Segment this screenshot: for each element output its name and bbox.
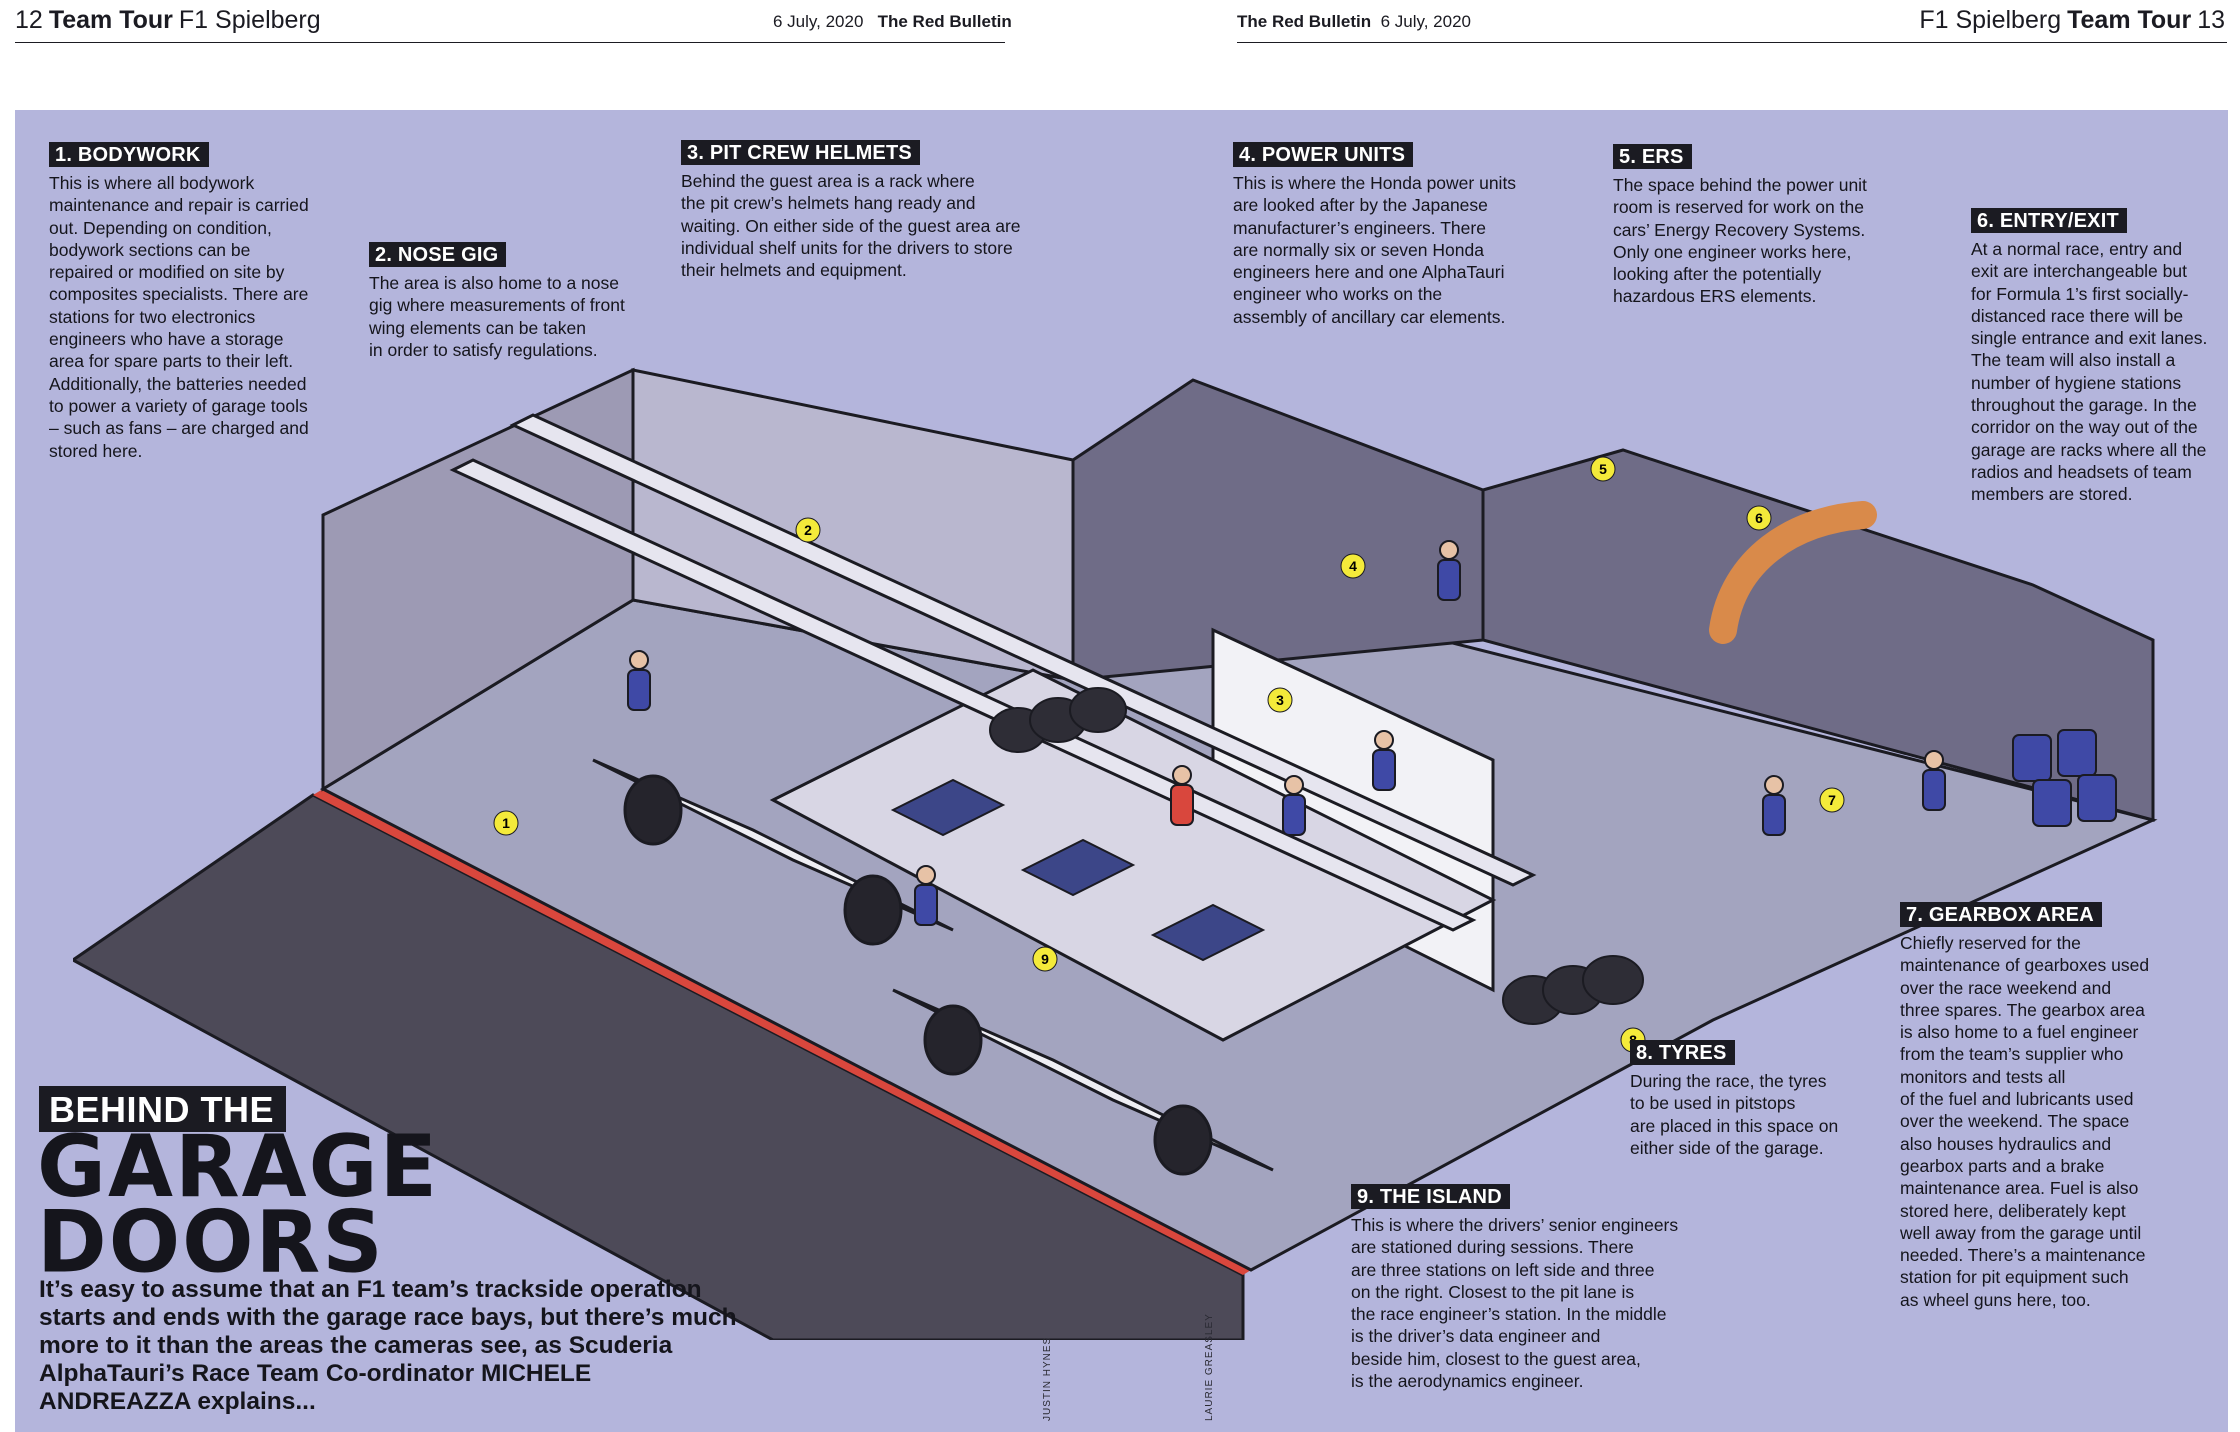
callout-the-island: 9. THE ISLAND This is where the drivers’… xyxy=(1351,1184,1711,1392)
marker-1-label: 1 xyxy=(502,815,510,831)
tyre-stack-front xyxy=(1502,955,1644,1025)
right-publication: The Red Bulletin xyxy=(1237,12,1372,31)
pit-lane-floor xyxy=(73,793,1245,1340)
right-header-rule xyxy=(1237,42,2227,43)
callout-power-units-label: 4. POWER UNITS xyxy=(1233,142,1414,167)
callout-bodywork-text: This is where all bodywork maintenance a… xyxy=(49,173,309,461)
tyre-stack-rear xyxy=(989,687,1127,753)
left-page-number: 12 xyxy=(15,6,43,34)
infographic-panel: 1 2 3 4 5 6 7 8 9 1. BODYWORK This is wh… xyxy=(15,110,2228,1432)
callout-nose-gig-text: The area is also home to a nose gig wher… xyxy=(369,273,625,360)
entry-duct xyxy=(1709,501,1877,644)
marker-6: 6 xyxy=(1746,505,1772,531)
callout-nose-gig: 2. NOSE GIG The area is also home to a n… xyxy=(369,242,689,361)
callout-the-island-text: This is where the drivers’ senior engine… xyxy=(1351,1215,1679,1392)
marker-6-label: 6 xyxy=(1755,510,1763,526)
fuel-barrels xyxy=(2012,729,2117,827)
right-date: 6 July, 2020 xyxy=(1380,12,1471,31)
race-car-rear xyxy=(592,758,954,946)
marker-5-label: 5 xyxy=(1599,461,1607,477)
marker-4: 4 xyxy=(1340,553,1366,579)
marker-3-label: 3 xyxy=(1276,692,1284,708)
left-date: 6 July, 2020 xyxy=(773,12,864,31)
writer-credit: JUSTIN HYNES xyxy=(1042,1336,1053,1421)
callout-bodywork: 1. BODYWORK This is where all bodywork m… xyxy=(49,142,329,462)
standfirst: It’s easy to assume that an F1 team’s tr… xyxy=(39,1276,737,1415)
callout-entry-exit-text: At a normal race, entry and exit are int… xyxy=(1971,239,2208,505)
callout-gearbox-area-text: Chiefly reserved for the maintenance of … xyxy=(1900,933,2150,1310)
right-section-name: Team Tour xyxy=(2067,6,2192,34)
area-markers: 1 2 3 4 5 6 7 8 9 xyxy=(493,456,1845,1053)
island-desks xyxy=(769,668,1497,1042)
left-header-rule xyxy=(15,42,1005,43)
marker-9: 9 xyxy=(1032,946,1058,972)
marker-4-label: 4 xyxy=(1349,558,1357,574)
callout-ers-text: The space behind the power unit room is … xyxy=(1613,175,1867,307)
left-section-name: Team Tour xyxy=(48,6,173,34)
callout-pit-crew-helmets-text: Behind the guest area is a rack where th… xyxy=(681,171,1021,281)
overhead-beam-front xyxy=(449,458,1477,932)
illustrator-credit: LAURIE GREASLEY xyxy=(1204,1313,1215,1421)
power-unit-room-wall xyxy=(1071,378,1485,682)
gearbox-area-wall xyxy=(1481,448,2155,822)
callout-pit-crew-helmets-label: 3. PIT CREW HELMETS xyxy=(681,140,920,165)
callout-entry-exit: 6. ENTRY/EXIT At a normal race, entry an… xyxy=(1971,208,2228,506)
marker-5: 5 xyxy=(1590,456,1616,482)
callout-nose-gig-label: 2. NOSE GIG xyxy=(369,242,507,267)
callout-power-units-text: This is where the Honda power units are … xyxy=(1233,173,1517,327)
marker-9-label: 9 xyxy=(1041,951,1049,967)
island-screens xyxy=(890,778,1266,962)
marker-7-label: 7 xyxy=(1828,792,1836,808)
left-topic: F1 Spielberg xyxy=(178,6,321,34)
pit-lane-red-line xyxy=(313,789,1251,1275)
marker-1: 1 xyxy=(493,810,519,836)
race-car-front xyxy=(892,988,1274,1176)
marker-3: 3 xyxy=(1267,687,1293,713)
callout-gearbox-area: 7. GEARBOX AREA Chiefly reserved for the… xyxy=(1900,902,2200,1311)
marker-2-label: 2 xyxy=(804,522,812,538)
marker-2: 2 xyxy=(795,517,821,543)
left-date-line: 6 July, 2020 The Red Bulletin xyxy=(773,12,1012,32)
garage-illustration: 1 2 3 4 5 6 7 8 9 xyxy=(73,367,2158,1340)
callout-power-units: 4. POWER UNITS This is where the Honda p… xyxy=(1233,142,1553,328)
callout-entry-exit-label: 6. ENTRY/EXIT xyxy=(1971,208,2127,233)
left-publication: The Red Bulletin xyxy=(877,12,1012,31)
callout-the-island-label: 9. THE ISLAND xyxy=(1351,1184,1510,1209)
overhead-beam-rear xyxy=(509,413,1537,887)
right-topic: F1 Spielberg xyxy=(1919,6,2062,34)
callout-bodywork-label: 1. BODYWORK xyxy=(49,142,209,167)
callout-tyres-text: During the race, the tyres to be used in… xyxy=(1630,1071,1839,1158)
right-page-number: 13 xyxy=(2197,6,2225,34)
right-date-line: The Red Bulletin 6 July, 2020 xyxy=(1237,12,1471,32)
callout-pit-crew-helmets: 3. PIT CREW HELMETS Behind the guest are… xyxy=(681,140,1081,281)
marker-7: 7 xyxy=(1819,787,1845,813)
callout-tyres: 8. TYRES During the race, the tyres to b… xyxy=(1630,1040,1870,1159)
callout-tyres-label: 8. TYRES xyxy=(1630,1040,1735,1065)
headline-kicker: BEHIND THE xyxy=(39,1086,287,1132)
callout-gearbox-area-label: 7. GEARBOX AREA xyxy=(1900,902,2102,927)
callout-ers-label: 5. ERS xyxy=(1613,144,1692,169)
headline-title: GARAGE DOORS xyxy=(37,1116,439,1292)
crew-members xyxy=(627,540,1946,926)
callout-ers: 5. ERS The space behind the power unit r… xyxy=(1613,144,1913,308)
